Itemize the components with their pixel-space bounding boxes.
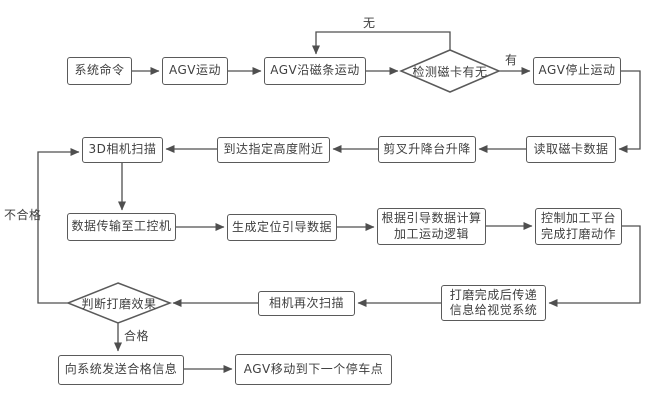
node-calc-motion-logic: 根据引导数据计算 加工运动逻辑 <box>377 208 486 245</box>
branch-label-pass: 合格 <box>124 329 150 343</box>
node-reach-height: 到达指定高度附近 <box>217 137 330 163</box>
node-camera-rescan: 相机再次扫描 <box>258 291 355 316</box>
node-agv-along-strip: AGV沿磁条运动 <box>264 57 366 85</box>
branch-label-yes: 有 <box>505 53 518 67</box>
connector-detectcard-no-loop <box>312 31 451 55</box>
connector-controlplat-grindinfo <box>548 225 641 307</box>
connector-agvstop-readcard <box>618 70 641 153</box>
node-read-card-data: 读取磁卡数据 <box>526 136 616 163</box>
decision-label-judge-effect: 判断打磨效果 <box>81 296 157 311</box>
branch-label-no: 无 <box>363 16 376 30</box>
node-scissor-lift: 剪叉升降台升降 <box>378 136 476 163</box>
node-grind-done-info: 打磨完成后传递 信息给视觉系统 <box>441 285 546 321</box>
node-data-to-ipc: 数据传输至工控机 <box>67 213 176 241</box>
node-agv-next-stop: AGV移动到下一个停车点 <box>235 354 392 385</box>
branch-label-fail: 不合格 <box>4 208 42 222</box>
node-agv-move: AGV运动 <box>162 57 228 85</box>
node-control-platform: 控制加工平台 完成打磨动作 <box>535 208 622 245</box>
node-agv-stop: AGV停止运动 <box>533 57 621 85</box>
decision-diamond-detect-card <box>399 49 501 93</box>
decision-label-detect-card: 检测磁卡有无 <box>412 64 488 79</box>
node-send-pass-info: 向系统发送合格信息 <box>58 355 184 385</box>
node-system-command: 系统命令 <box>67 57 132 85</box>
connector-judge-fail-3dscan <box>37 148 80 304</box>
node-3d-camera-scan: 3D相机扫描 <box>82 137 163 163</box>
decision-diamond-judge-effect <box>65 282 173 324</box>
node-gen-guide-data: 生成定位引导数据 <box>227 214 337 241</box>
